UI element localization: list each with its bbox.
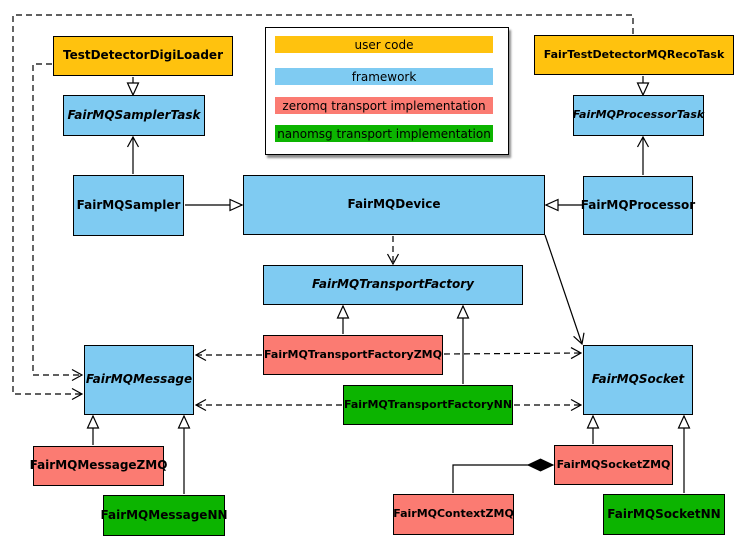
class-label: FairMQSamplerTask xyxy=(67,107,201,122)
class-box-fairmqprocessortask: FairMQProcessorTask xyxy=(573,95,704,136)
class-box-fairmqtransportfactory: FairMQTransportFactory xyxy=(263,265,523,305)
legend-item-zeromq: zeromq transport implementation xyxy=(275,97,493,114)
class-label: FairMQDevice xyxy=(347,197,441,212)
class-label: FairMQSocketNN xyxy=(607,506,721,521)
class-box-fairmqsamplertask: FairMQSamplerTask xyxy=(63,95,205,136)
class-label: FairMQProcessorTask xyxy=(572,108,705,122)
class-box-fairmqprocessor: FairMQProcessor xyxy=(580,176,696,235)
class-label: FairMQSocketZMQ xyxy=(556,457,671,471)
class-box-fairmqmessage: FairMQMessage xyxy=(84,345,194,415)
class-box-fairtestdetectormqrecotask: FairTestDetectorMQRecoTask xyxy=(534,35,734,75)
legend-item-user-code: user code xyxy=(275,36,493,53)
edge-comp-fairmqcontextzmq-fairmqsocketzmq xyxy=(452,465,553,493)
class-box-fairmqsocketzmq: FairMQSocketZMQ xyxy=(554,445,673,485)
class-box-fairmqtransportfactorynn: FairMQTransportFactoryNN xyxy=(343,385,513,425)
class-label: FairMQMessage xyxy=(85,372,193,387)
legend-label: user code xyxy=(354,37,414,52)
class-box-fairmqmessagezmq: FairMQMessageZMQ xyxy=(30,446,167,486)
class-label: FairMQSampler xyxy=(76,197,181,212)
legend-label: nanomsg transport implementation xyxy=(277,126,491,141)
legend-label: framework xyxy=(351,69,417,84)
class-box-fairmqmessagenn: FairMQMessageNN xyxy=(100,495,228,536)
class-box-fairmqtransportfactoryzmq: FairMQTransportFactoryZMQ xyxy=(263,335,443,375)
class-label: FairMQMessageNN xyxy=(100,507,228,522)
class-label: FairTestDetectorMQRecoTask xyxy=(543,47,725,61)
class-box-fairmqsampler: FairMQSampler xyxy=(73,175,184,236)
legend-item-framework: framework xyxy=(275,68,493,85)
class-label: FairMQTransportFactoryZMQ xyxy=(264,347,442,361)
legend-box: user code framework zeromq transport imp… xyxy=(265,27,509,155)
legend-label: zeromq transport implementation xyxy=(282,98,486,113)
edge-dep-fairmqtransportfactoryzmq-fairmqsocket xyxy=(443,353,581,354)
class-box-fairmqcontextzmq: FairMQContextZMQ xyxy=(393,494,514,535)
class-label: FairMQSocket xyxy=(591,372,685,387)
class-box-fairmqsocket: FairMQSocket xyxy=(583,345,693,415)
class-box-fairmqdevice: FairMQDevice xyxy=(243,175,545,235)
class-label: FairMQContextZMQ xyxy=(393,507,514,521)
class-label: FairMQTransportFactoryNN xyxy=(343,397,513,411)
legend-item-nanomsg: nanomsg transport implementation xyxy=(275,125,493,142)
class-label: FairMQProcessor xyxy=(580,197,696,212)
class-label: FairMQMessageZMQ xyxy=(29,458,168,473)
class-label: FairMQTransportFactory xyxy=(312,277,474,292)
edge-assoc-fairmqdevice-fairmqsocket xyxy=(544,234,582,344)
class-box-testdetectordigiloader: TestDetectorDigiLoader xyxy=(53,36,233,76)
class-box-fairmqsocketnn: FairMQSocketNN xyxy=(603,494,725,535)
class-label: TestDetectorDigiLoader xyxy=(62,48,223,63)
